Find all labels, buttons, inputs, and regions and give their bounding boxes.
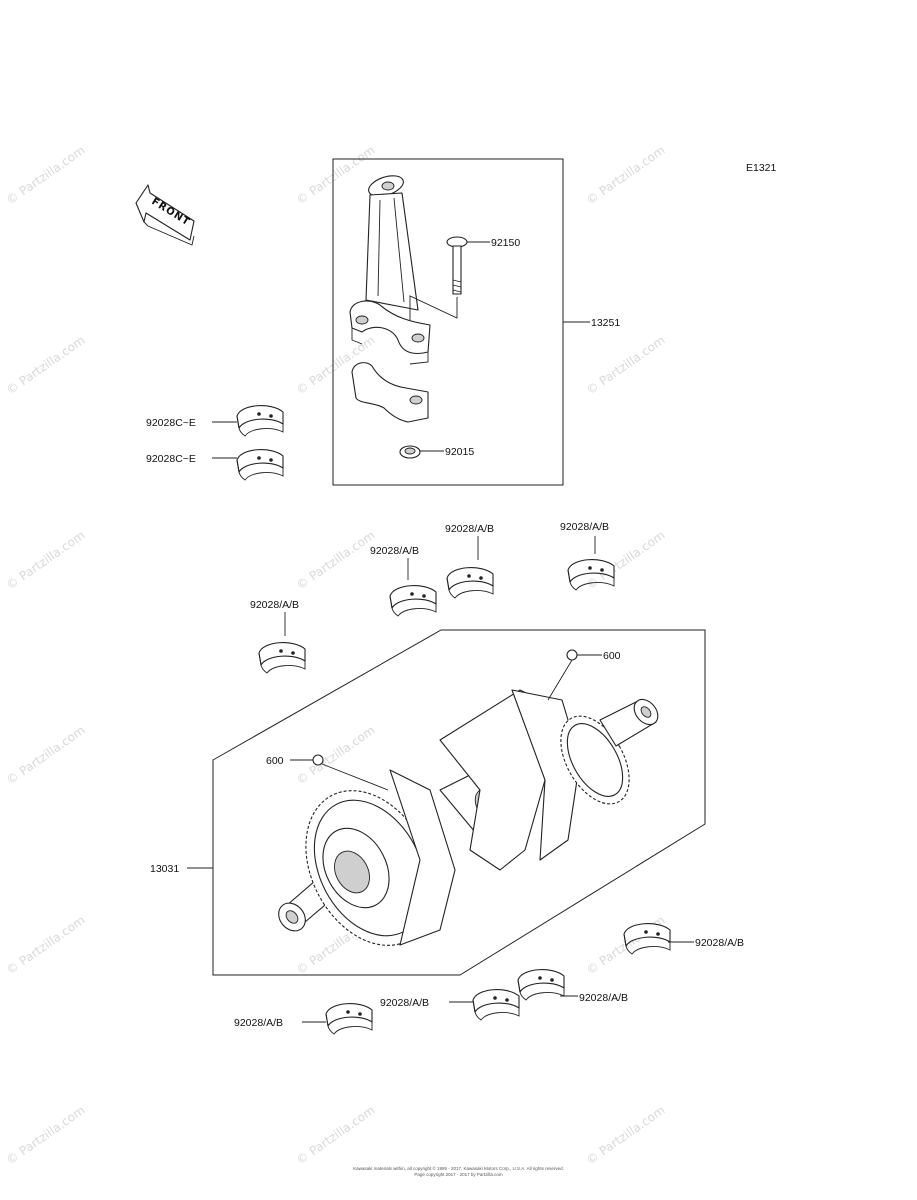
callout-main-bearing-2: 92028/A/B	[370, 545, 419, 557]
copyright-line-2: Page copyright 2017 - 2017 by Partzilla.…	[414, 1172, 503, 1177]
main-bearing-8: 92028/A/B	[623, 923, 744, 955]
callout-main-bearing-7: 92028/A/B	[579, 992, 628, 1004]
front-arrow-icon: FRONT	[135, 184, 195, 246]
main-bearing-2: 92028/A/B	[370, 545, 437, 617]
copyright-line-1: Kawasaki materials within, all copyright…	[353, 1166, 564, 1171]
svg-text:© Partzilla.com: © Partzilla.com	[4, 1103, 88, 1168]
conrod-bearing-2: 92028C~E	[146, 449, 284, 481]
callout-main-bearing-3: 92028/A/B	[445, 523, 494, 535]
svg-text:© Partzilla.com: © Partzilla.com	[584, 333, 668, 398]
callout-main-bearing-8: 92028/A/B	[695, 937, 744, 949]
svg-text:© Partzilla.com: © Partzilla.com	[584, 143, 668, 208]
conrod-bearing-1: 92028C~E	[146, 405, 284, 437]
svg-text:© Partzilla.com: © Partzilla.com	[4, 723, 88, 788]
callout-conrod-bearing-2: 92028C~E	[146, 453, 196, 465]
svg-text:© Partzilla.com: © Partzilla.com	[4, 913, 88, 978]
copyright-notice: Kawasaki materials within, all copyright…	[0, 1166, 917, 1178]
callout-main-bearing-6: 92028/A/B	[380, 997, 429, 1009]
svg-text:© Partzilla.com: © Partzilla.com	[294, 1103, 378, 1168]
callout-main-bearing-1: 92028/A/B	[250, 599, 299, 611]
svg-text:© Partzilla.com: © Partzilla.com	[4, 143, 88, 208]
callout-crankshaft-assy: 13031	[150, 863, 179, 875]
svg-text:© Partzilla.com: © Partzilla.com	[294, 723, 378, 788]
lube-mark-2: 600	[266, 754, 389, 791]
callout-conrod-assy: 13251	[591, 317, 620, 329]
svg-text:© Partzilla.com: © Partzilla.com	[294, 528, 378, 593]
leader-line	[409, 295, 458, 320]
crankshaft-drawing	[278, 689, 659, 946]
lube-mark-1: 600	[547, 649, 621, 701]
main-bearing-6: 92028/A/B	[380, 989, 520, 1021]
callout-nut: 92015	[445, 446, 474, 458]
callout-main-bearing-5: 92028/A/B	[234, 1017, 283, 1029]
crankshaft-assembly-box	[212, 629, 706, 976]
svg-text:© Partzilla.com: © Partzilla.com	[4, 333, 88, 398]
connecting-rod-drawing	[349, 175, 431, 459]
callout-bolt: 92150	[491, 237, 520, 249]
main-bearing-7: 92028/A/B	[517, 969, 628, 1004]
main-bearing-3: 92028/A/B	[445, 523, 494, 599]
svg-text:© Partzilla.com: © Partzilla.com	[294, 143, 378, 208]
callout-main-bearing-4: 92028/A/B	[560, 521, 609, 533]
main-bearing-5: 92028/A/B	[234, 1003, 373, 1035]
svg-text:© Partzilla.com: © Partzilla.com	[584, 1103, 668, 1168]
callout-lube-1: 600	[603, 650, 621, 662]
main-bearing-4: 92028/A/B	[560, 521, 615, 591]
main-bearing-1: 92028/A/B	[250, 599, 306, 674]
diagram-code: E1321	[746, 162, 777, 174]
callout-lube-2: 600	[266, 755, 284, 767]
bolt-drawing	[446, 236, 468, 295]
svg-text:© Partzilla.com: © Partzilla.com	[4, 528, 88, 593]
callout-conrod-bearing-1: 92028C~E	[146, 417, 196, 429]
